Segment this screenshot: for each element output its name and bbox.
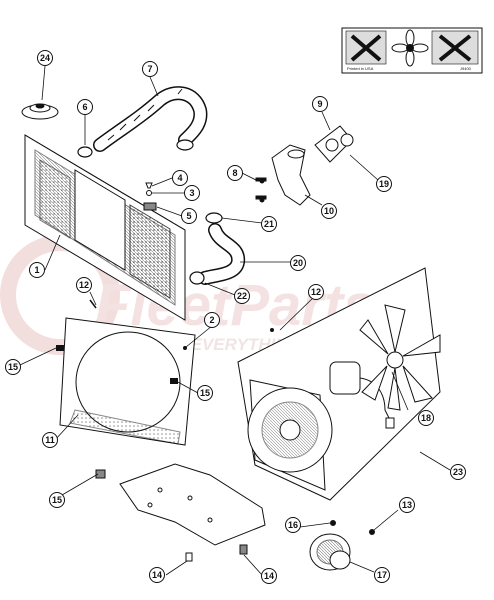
callout-24: 24 [37, 50, 53, 66]
callout-14: 14 [261, 568, 277, 584]
callout-number: 14 [264, 571, 274, 581]
fan-shroud [59, 299, 196, 446]
callout-number: 6 [82, 102, 87, 112]
callout-number: 7 [147, 64, 152, 74]
callout-number: 11 [45, 435, 55, 445]
splash-shield [95, 463, 266, 546]
callout-7: 7 [142, 61, 158, 77]
callout-16: 16 [285, 517, 301, 533]
callout-17: 17 [374, 567, 390, 583]
callouts: 24 7 6 43 5 8 9 19 10 21 1 20 22 12 12 2 15 15 11 18 23 15 16 1… [5, 50, 466, 584]
callout-number: 16 [288, 520, 298, 530]
callout-22: 22 [234, 288, 250, 304]
fan-clutch [309, 520, 375, 571]
callout-number: 21 [264, 219, 274, 229]
upper-hose [93, 86, 208, 152]
callout-13: 13 [399, 497, 415, 513]
radiator [24, 134, 186, 321]
lower-hose-clamps [189, 212, 223, 285]
callout-14: 14 [149, 567, 165, 583]
callout-11: 11 [42, 432, 58, 448]
callout-number: 8 [232, 168, 237, 178]
callout-23: 23 [450, 464, 466, 480]
callout-3: 3 [184, 185, 200, 201]
callout-number: 23 [453, 467, 463, 477]
callout-number: 17 [377, 570, 387, 580]
callout-number: 1 [34, 265, 39, 275]
callout-10: 10 [321, 203, 337, 219]
callout-number: 15 [52, 495, 62, 505]
callout-number: 20 [293, 258, 303, 268]
callout-number: 19 [379, 179, 389, 189]
callout-15: 15 [5, 359, 21, 375]
callout-9: 9 [312, 96, 328, 112]
callout-1: 1 [29, 262, 45, 278]
callout-15: 15 [197, 385, 213, 401]
leader-lines [19, 65, 451, 576]
callout-15: 15 [49, 492, 65, 508]
callout-5: 5 [181, 208, 197, 224]
callout-number: 4 [177, 173, 182, 183]
callout-number: 9 [317, 99, 322, 109]
fan-blade [359, 304, 441, 411]
callout-20: 20 [290, 255, 306, 271]
callout-number: 15 [200, 388, 210, 398]
callout-number: 12 [311, 287, 321, 297]
callout-2: 2 [204, 312, 220, 328]
thermostat-gasket [314, 125, 354, 163]
callout-12: 12 [76, 277, 92, 293]
callout-number: 10 [324, 206, 334, 216]
inset-warning-box: Printed in USA J9400 [341, 27, 483, 74]
callout-4: 4 [172, 170, 188, 186]
hose-clamp [77, 139, 194, 158]
callout-19: 19 [376, 176, 392, 192]
radiator-cap [21, 103, 59, 120]
thermostat-housing [255, 144, 311, 206]
callout-number: 5 [186, 211, 191, 221]
splash-shield-bolts [185, 544, 248, 562]
callout-18: 18 [418, 410, 434, 426]
lower-hose [198, 223, 246, 285]
callout-number: 22 [237, 291, 247, 301]
callout-number: 12 [79, 280, 89, 290]
callout-21: 21 [261, 216, 277, 232]
callout-6: 6 [77, 99, 93, 115]
callout-number: 24 [40, 53, 50, 63]
callout-number: 2 [209, 315, 214, 325]
callout-number: 14 [152, 570, 162, 580]
callout-number: 18 [421, 413, 431, 423]
fan-symbol-icon [391, 29, 429, 67]
callout-8: 8 [227, 165, 243, 181]
inset-caption-left: Printed in USA [347, 66, 374, 71]
callout-12: 12 [308, 284, 324, 300]
callout-number: 15 [8, 362, 18, 372]
callout-number: 3 [189, 188, 194, 198]
callout-number: 13 [402, 500, 412, 510]
drain-fittings [143, 182, 157, 211]
inset-caption-right: J9400 [460, 66, 472, 71]
